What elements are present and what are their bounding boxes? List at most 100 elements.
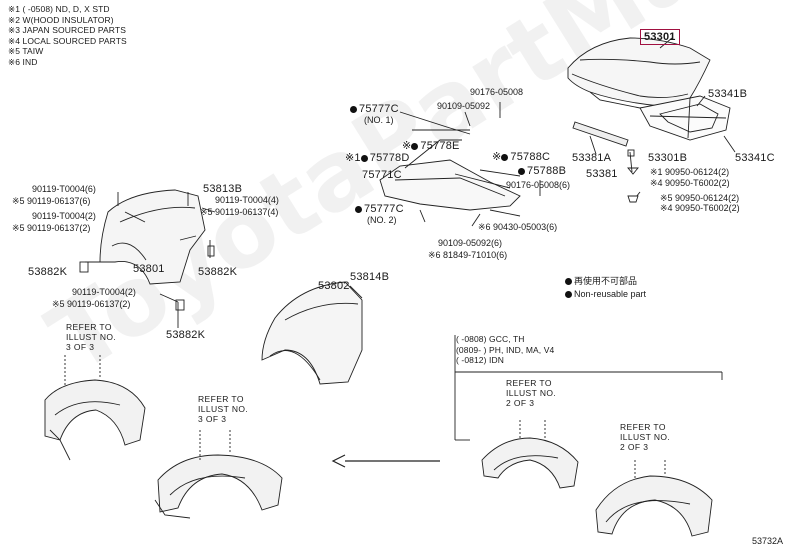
part-label-bolt-4[interactable]: ※4 90950-T6002(2) — [660, 203, 740, 213]
ref-line: 2 OF 3 — [506, 398, 535, 408]
liner-code-3: ( -0812) IDN — [456, 355, 504, 365]
note-marker: ※ — [492, 151, 502, 163]
liner-lower-right — [595, 475, 713, 537]
part-label-53381a[interactable]: 53381A — [572, 152, 612, 164]
part-label-90176-05008[interactable]: 90176-05008 — [470, 87, 524, 97]
refer-illust-2of3-a[interactable]: REFER TO ILLUST NO. 2 OF 3 — [506, 378, 556, 408]
part-label-bolt-2[interactable]: ※4 90950-T6002(2) — [650, 178, 730, 188]
part-label-lf-b1[interactable]: 90119-T0004(6) — [32, 184, 96, 194]
liner-lower-left — [154, 454, 283, 519]
part-label-lf-c2[interactable]: 90119-T0004(4) — [215, 195, 279, 205]
note-1: ※1 ( -0508) ND, D, X STD — [8, 4, 110, 14]
non-reusable-dot-icon — [501, 154, 509, 161]
ref-line: ILLUST NO. — [66, 332, 117, 342]
note-5: ※5 TAIW — [8, 46, 44, 56]
part-label-lf-b4[interactable]: ※5 90119-06137(2) — [12, 223, 91, 233]
part-label-53801[interactable]: 53801 — [133, 263, 165, 275]
part-label-53301[interactable]: 53301 — [640, 29, 680, 45]
part-label-90109-05092[interactable]: 90109-05092 — [437, 101, 491, 111]
cowl-panel — [379, 129, 521, 211]
liner-code-1: ( -0808) GCC, TH — [456, 334, 525, 344]
note-6: ※6 IND — [8, 56, 38, 67]
part-code: 75788B — [527, 165, 567, 177]
liner-upper-right — [481, 437, 579, 489]
part-label-75771c[interactable]: 75771C — [362, 169, 402, 181]
part-note-no2: (NO. 2) — [367, 215, 397, 225]
part-label-75788c[interactable]: ※ 75788C — [492, 151, 550, 163]
note-3: ※3 JAPAN SOURCED PARTS — [8, 25, 126, 35]
part-label-53882k-a[interactable]: 53882K — [28, 266, 68, 278]
note-4: ※4 LOCAL SOURCED PARTS — [8, 35, 127, 46]
part-label-75778d[interactable]: ※1 75778D — [345, 152, 409, 164]
ref-line: REFER TO — [198, 394, 244, 404]
legend-non-reusable-en: Non-reusable part — [565, 289, 646, 299]
part-label-75778e[interactable]: ※ 75778E — [402, 140, 460, 152]
ref-line: 3 OF 3 — [66, 342, 95, 352]
ref-line: REFER TO — [620, 422, 666, 432]
part-label-90430-05003[interactable]: ※6 90430-05003(6) — [478, 222, 558, 232]
figure-id: 53732A — [752, 536, 784, 546]
part-label-53882k-c[interactable]: 53882K — [166, 329, 206, 341]
part-label-lf-b2[interactable]: ※5 90119-06137(6) — [12, 196, 91, 206]
ref-line: 3 OF 3 — [198, 414, 227, 424]
hood-insulator — [639, 95, 731, 141]
non-reusable-dot-icon — [518, 168, 525, 175]
non-reusable-dot-icon — [565, 291, 572, 298]
ref-line: ILLUST NO. — [506, 388, 557, 398]
part-label-bolt-1[interactable]: ※1 90950-06124(2) — [650, 167, 730, 177]
liner-code-2: (0809- ) PH, IND, MA, V4 — [456, 344, 555, 355]
refer-illust-3of3-a[interactable]: REFER TO ILLUST NO. 3 OF 3 — [66, 322, 116, 352]
part-code: 75778E — [420, 140, 460, 152]
note-marker: ※1 — [345, 152, 361, 164]
ref-line: 2 OF 3 — [620, 442, 649, 452]
part-label-53341b[interactable]: 53341B — [708, 88, 748, 100]
part-label-53813b[interactable]: 53813B — [203, 183, 243, 195]
refer-illust-3of3-b[interactable]: REFER TO ILLUST NO. 3 OF 3 — [198, 394, 248, 424]
part-label-53301b[interactable]: 53301B — [648, 152, 688, 164]
part-label-bolt-3[interactable]: ※5 90950-06124(2) — [660, 193, 740, 203]
part-code: 75777C — [364, 203, 404, 215]
part-label-53381[interactable]: 53381 — [586, 168, 618, 180]
liner-codes: ( -0808) GCC, TH (0809- ) PH, IND, MA, V… — [456, 334, 554, 366]
part-note-no1: (NO. 1) — [364, 115, 394, 125]
part-label-81849-71010[interactable]: ※6 81849-71010(6) — [428, 250, 508, 260]
liner-upper-left — [44, 379, 146, 461]
legend-non-reusable-jp: 再使用不可部品 — [565, 276, 637, 286]
part-label-53882k-b[interactable]: 53882K — [198, 266, 238, 278]
non-reusable-dot-icon — [411, 143, 419, 150]
arrow-left-icon — [331, 454, 440, 468]
ref-line: REFER TO — [66, 322, 112, 332]
non-reusable-dot-icon — [355, 206, 362, 213]
left-fender — [99, 189, 206, 285]
hood-seal — [572, 121, 629, 155]
hood-panel — [567, 37, 711, 109]
ref-line: ILLUST NO. — [620, 432, 671, 442]
part-label-75777c-no1[interactable]: 75777C — [350, 103, 399, 115]
part-label-lf-b3[interactable]: 90119-T0004(2) — [32, 211, 96, 221]
part-label-lf-b6[interactable]: ※5 90119-06137(2) — [52, 299, 131, 309]
part-label-lf-b5[interactable]: 90119-T0004(2) — [72, 287, 136, 297]
part-label-75788b[interactable]: 75788B — [518, 165, 566, 177]
note-2: ※2 W(HOOD INSULATOR) — [8, 14, 114, 25]
part-label-53802[interactable]: 53802 — [318, 280, 350, 292]
non-reusable-dot-icon — [350, 106, 357, 113]
part-code: 75777C — [359, 103, 399, 115]
part-label-90176-05008-6[interactable]: 90176-05008(6) — [506, 180, 571, 190]
part-label-90109-05092-6[interactable]: 90109-05092(6) — [438, 238, 503, 248]
legend-text: 再使用不可部品 — [574, 276, 638, 286]
part-label-53814b[interactable]: 53814B — [350, 271, 390, 283]
part-label-53341c[interactable]: 53341C — [735, 152, 775, 164]
note-marker: ※ — [402, 140, 412, 152]
ref-line: ILLUST NO. — [198, 404, 249, 414]
right-fender — [261, 281, 363, 385]
notes-block: ※1 ( -0508) ND, D, X STD ※2 W(HOOD INSUL… — [8, 4, 127, 67]
part-label-lf-c3[interactable]: ※5 90119-06137(4) — [200, 207, 279, 217]
non-reusable-dot-icon — [360, 155, 368, 162]
part-label-75777c-no2[interactable]: 75777C — [355, 203, 404, 215]
part-code: 75778D — [369, 152, 410, 164]
refer-illust-2of3-b[interactable]: REFER TO ILLUST NO. 2 OF 3 — [620, 422, 670, 452]
part-code: 75788C — [510, 151, 551, 163]
non-reusable-dot-icon — [565, 278, 572, 285]
ref-line: REFER TO — [506, 378, 552, 388]
